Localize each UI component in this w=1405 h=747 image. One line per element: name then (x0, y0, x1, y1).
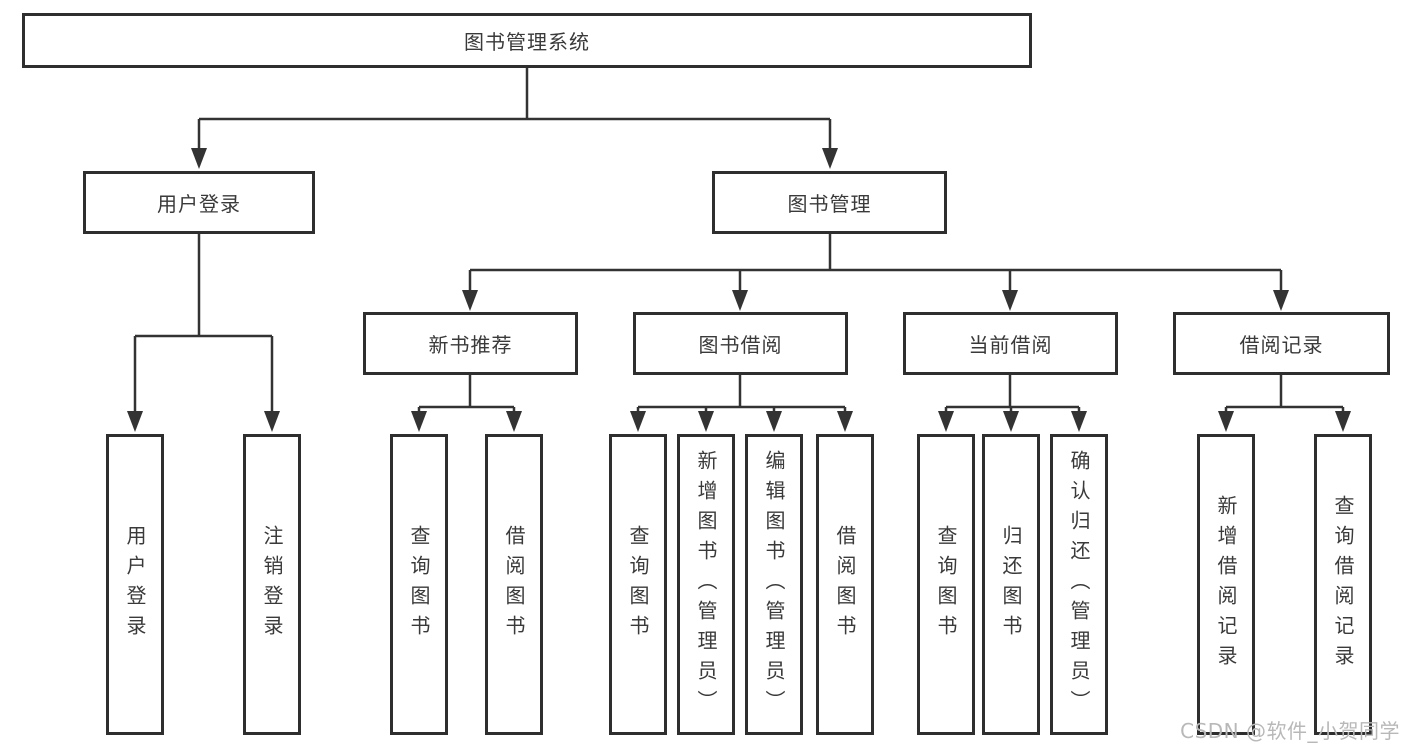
node-label: 当前借阅 (968, 333, 1053, 357)
arrow-down-icon (264, 411, 280, 432)
leaf-user-login: 用户登录 (106, 434, 164, 735)
leaf-return-books: 归还图书 (982, 434, 1040, 735)
leaf-add-books-admin: 新增图书（管理员） (677, 434, 735, 735)
arrow-down-icon (411, 411, 427, 432)
node-label: 借阅记录 (1239, 333, 1324, 357)
leaf-label: 查询图书 (407, 524, 431, 645)
leaf-label: 查询图书 (626, 524, 650, 645)
leaf-label: 查询借阅记录 (1331, 494, 1355, 675)
node-borrowing-records: 借阅记录 (1173, 312, 1390, 375)
leaf-label: 借阅图书 (833, 524, 857, 645)
arrow-down-icon (191, 148, 207, 169)
arrow-down-icon (1071, 411, 1087, 432)
arrow-down-icon (822, 148, 838, 169)
node-new-book-recommend: 新书推荐 (363, 312, 578, 375)
leaf-confirm-return-admin: 确认归还（管理员） (1050, 434, 1108, 735)
node-current-borrowing: 当前借阅 (903, 312, 1118, 375)
arrow-down-icon (630, 411, 646, 432)
leaf-logout: 注销登录 (243, 434, 301, 735)
arrow-down-icon (1002, 290, 1018, 311)
leaf-add-borrow-record: 新增借阅记录 (1197, 434, 1255, 735)
arrow-down-icon (1335, 411, 1351, 432)
arrow-down-icon (766, 411, 782, 432)
leaf-query-books: 查询图书 (609, 434, 667, 735)
node-label: 图书管理系统 (464, 30, 590, 54)
arrow-down-icon (506, 411, 522, 432)
leaf-label: 新增借阅记录 (1214, 494, 1238, 675)
leaf-label: 用户登录 (123, 524, 147, 645)
arrow-down-icon (837, 411, 853, 432)
leaf-query-books: 查询图书 (917, 434, 975, 735)
leaf-query-books: 查询图书 (390, 434, 448, 735)
node-book-borrowing: 图书借阅 (633, 312, 848, 375)
leaf-borrow-books: 借阅图书 (485, 434, 543, 735)
node-label: 新书推荐 (428, 333, 513, 357)
arrow-down-icon (1273, 290, 1289, 311)
leaf-label: 归还图书 (999, 524, 1023, 645)
leaf-label: 注销登录 (260, 524, 284, 645)
node-label: 用户登录 (157, 192, 241, 216)
node-user-login: 用户登录 (83, 171, 315, 234)
leaf-label: 编辑图书（管理员） (762, 449, 786, 720)
leaf-label: 查询图书 (934, 524, 958, 645)
leaf-label: 借阅图书 (502, 524, 526, 645)
node-label: 图书借阅 (698, 333, 783, 357)
arrow-down-icon (732, 290, 748, 311)
leaf-query-borrow-record: 查询借阅记录 (1314, 434, 1372, 735)
arrow-down-icon (698, 411, 714, 432)
arrowhead-icons (127, 148, 1351, 432)
leaf-borrow-books: 借阅图书 (816, 434, 874, 735)
node-label: 图书管理 (787, 192, 872, 216)
leaf-edit-books-admin: 编辑图书（管理员） (745, 434, 803, 735)
node-library-management-system: 图书管理系统 (22, 13, 1032, 68)
arrow-down-icon (1218, 411, 1234, 432)
arrow-down-icon (127, 411, 143, 432)
arrow-down-icon (938, 411, 954, 432)
arrow-down-icon (1003, 411, 1019, 432)
leaf-label: 确认归还（管理员） (1067, 449, 1091, 720)
arrow-down-icon (462, 290, 478, 311)
leaf-label: 新增图书（管理员） (694, 449, 718, 720)
node-book-management: 图书管理 (712, 171, 947, 234)
